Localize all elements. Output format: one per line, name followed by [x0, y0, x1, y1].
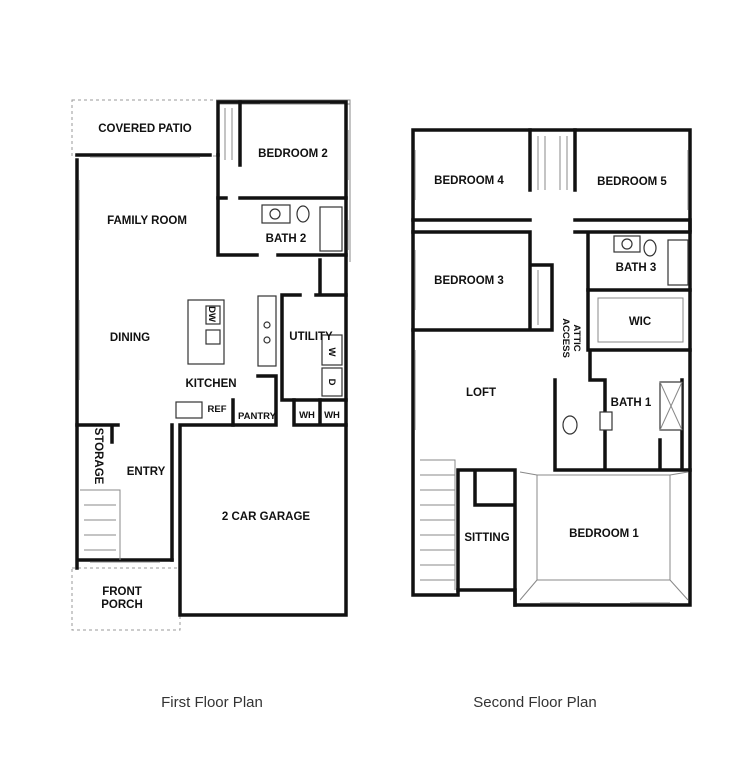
pantry-label: PANTRY [238, 411, 277, 422]
sitting-label: SITTING [464, 532, 509, 544]
porch-label: PORCH [101, 599, 143, 611]
bath-1-label: BATH 1 [611, 397, 652, 409]
bath3-tub [667, 239, 689, 286]
dryer-label: D [326, 379, 337, 386]
washer-label: W [326, 348, 337, 357]
dryer [321, 367, 343, 397]
first-floor-plan: COVERED PATIO BEDROOM 2 FAMILY ROOM BATH… [71, 99, 351, 631]
second-floor-plan: BEDROOM 4 BEDROOM 5 BEDROOM 3 BATH 3 WIC… [411, 128, 692, 607]
dw-label: DW [206, 306, 217, 322]
front-label: FRONT [102, 586, 142, 598]
storage-label: STORAGE [92, 428, 104, 485]
kitchen-counter [257, 295, 277, 367]
access-label: ACCESS [560, 318, 571, 358]
bedroom-3-label: BEDROOM 3 [434, 275, 504, 287]
washer [321, 334, 343, 366]
dining-label: DINING [110, 332, 150, 344]
entry-label: ENTRY [127, 466, 166, 478]
bedroom-5-label: BEDROOM 5 [597, 176, 667, 188]
family-room-label: FAMILY ROOM [107, 215, 187, 227]
second-floor-exterior-wall [411, 128, 692, 607]
covered-patio-label: COVERED PATIO [98, 123, 192, 135]
wic-label: WIC [629, 316, 651, 328]
first-floor-caption: First Floor Plan [161, 694, 263, 711]
ref-label: REF [208, 404, 227, 415]
bath-2-label: BATH 2 [266, 233, 307, 245]
bath1-toilet [562, 415, 578, 435]
bedroom-4-label: BEDROOM 4 [434, 175, 504, 187]
utility-label: UTILITY [289, 331, 333, 343]
bedroom1-tray-ceiling [536, 474, 671, 581]
bedroom-1-label: BEDROOM 1 [569, 528, 639, 540]
wh-label-2: WH [324, 410, 340, 421]
bath2-toilet [296, 205, 310, 223]
kitchen-label: KITCHEN [185, 378, 236, 390]
kitchen-counter-2 [175, 401, 203, 419]
bedroom-2-label: BEDROOM 2 [258, 148, 328, 160]
first-floor-exterior-wall [75, 100, 348, 617]
bath-3-label: BATH 3 [616, 262, 657, 274]
bath2-tub [319, 206, 343, 252]
garage-label: 2 CAR GARAGE [222, 511, 311, 523]
loft-label: LOFT [466, 387, 496, 399]
second-floor-caption: Second Floor Plan [473, 694, 596, 711]
wh-label-1: WH [299, 410, 315, 421]
attic-label: ATTIC [571, 324, 582, 351]
